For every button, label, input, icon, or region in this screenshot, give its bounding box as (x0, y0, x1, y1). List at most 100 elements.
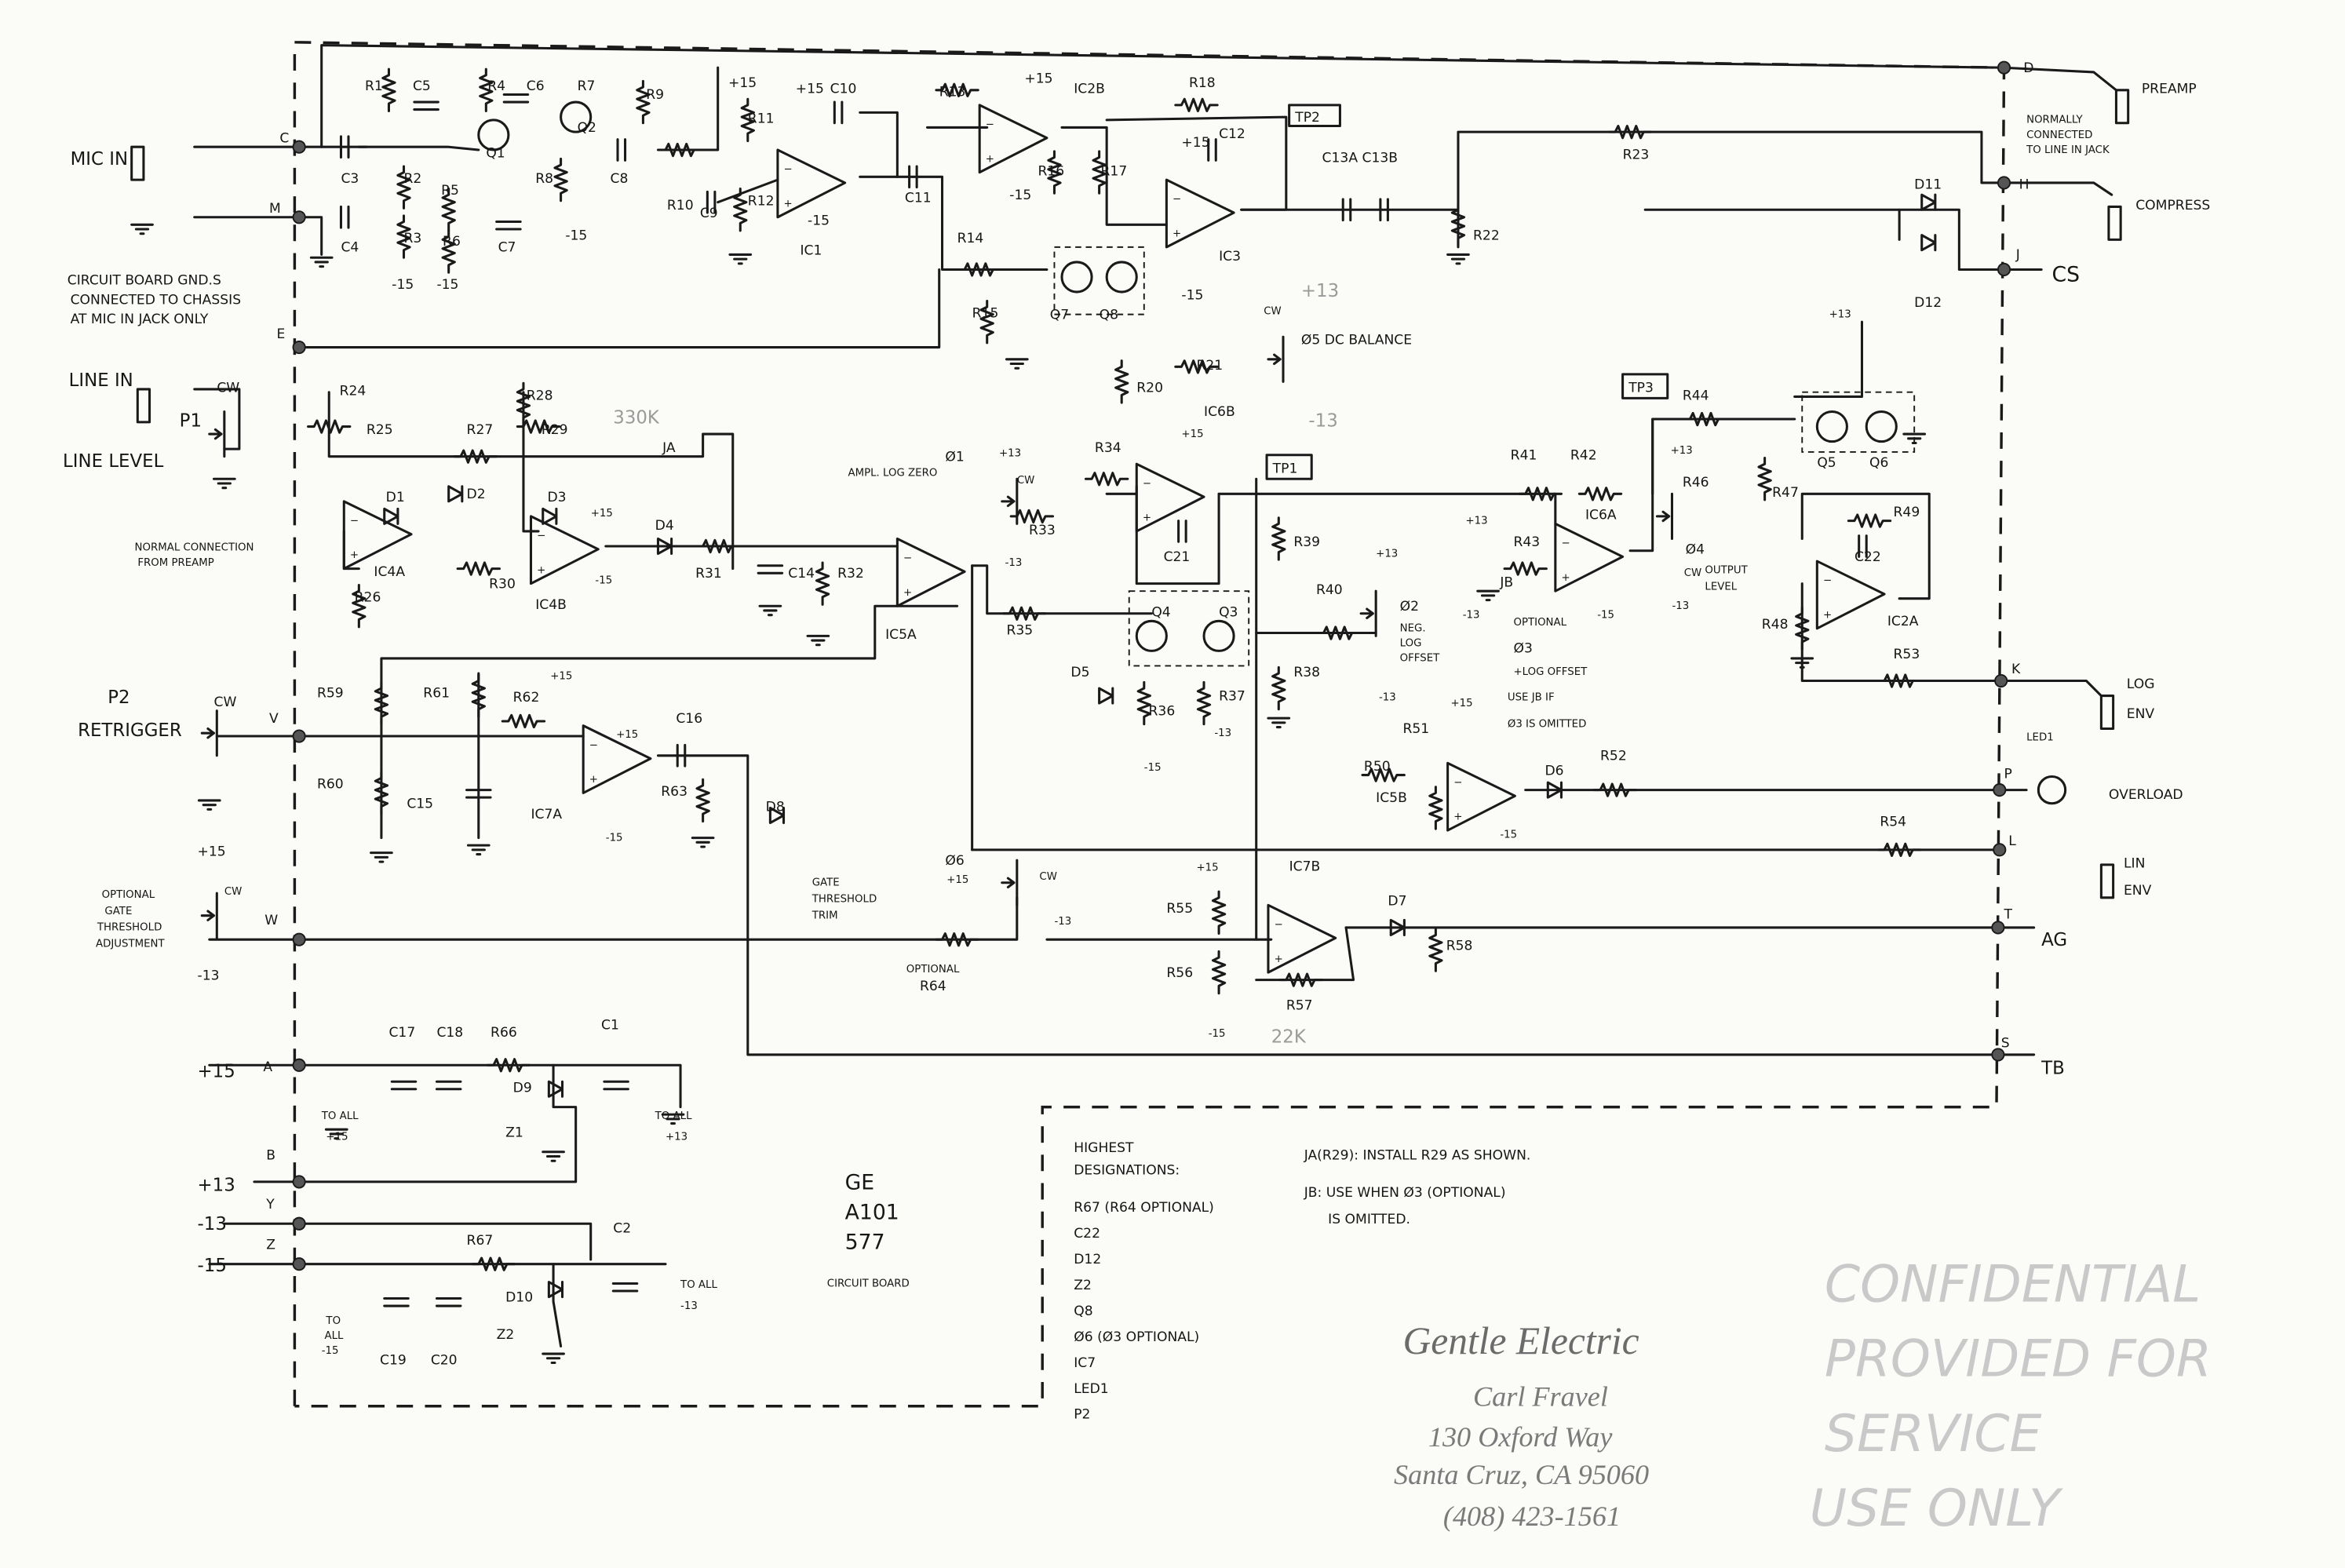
component-label-r4: R4 (487, 78, 505, 94)
wire (717, 178, 779, 204)
component-label-preamp: PREAMP (2142, 82, 2197, 97)
svg-text:−: − (589, 739, 598, 751)
component-label-o1b: AMPL. LOG ZERO (848, 467, 937, 479)
component-label-r54: R54 (1880, 814, 1906, 830)
capacitor-symbol (706, 190, 717, 214)
note-jb: IS OMITTED. (1328, 1212, 1410, 1227)
wire (859, 111, 899, 178)
resistor-symbol (695, 778, 710, 823)
diode-symbol (547, 1080, 564, 1098)
component-label-c1: C1 (601, 1018, 619, 1034)
wire (1060, 126, 1168, 226)
component-label-in13: +13 (198, 1175, 235, 1195)
component-label-o6a: GATE (812, 877, 840, 889)
resistor-symbol (957, 262, 1002, 277)
component-label-ta15b: +15 (326, 1132, 348, 1143)
component-label-r50: R50 (1364, 759, 1391, 775)
resistor-symbol (1092, 150, 1107, 195)
ground-icon (1267, 717, 1291, 729)
resistor-symbol (307, 419, 352, 434)
capacitor-symbol (611, 1282, 639, 1293)
component-label-line_level: LINE LEVEL (63, 451, 164, 472)
component-label-r34: R34 (1095, 440, 1121, 456)
wire (1800, 582, 2102, 698)
resistor-symbol (1876, 842, 1922, 857)
component-label-q8: Q8 (1100, 307, 1118, 323)
resistor-symbol (636, 79, 651, 125)
component-label-tb: TB (2040, 1059, 2065, 1079)
component-label-r53: R53 (1894, 647, 1920, 662)
capacitor-symbol (1858, 534, 1868, 558)
component-label-p15h: +15 (1450, 698, 1472, 709)
diode-symbol (1098, 687, 1114, 705)
wire (193, 388, 241, 450)
stamp-company: Gentle Electric (1402, 1319, 1639, 1362)
component-label-d4: D4 (655, 518, 674, 534)
op-amp-symbol (1815, 560, 1886, 630)
component-label-m15i: -15 (1209, 1028, 1226, 1040)
resistor-symbol (1316, 625, 1361, 640)
capacitor-symbol (390, 1080, 418, 1091)
component-label-n_p: P (2004, 766, 2012, 782)
component-label-o4c: LEVEL (1705, 581, 1737, 593)
component-label-r13: R13 (939, 84, 966, 100)
wire (327, 391, 735, 571)
component-label-r58: R58 (1446, 939, 1473, 954)
component-label-r40: R40 (1316, 582, 1343, 598)
resistor-symbol (501, 713, 546, 729)
component-label-compress: COMPRESS (2135, 198, 2210, 213)
wire (1135, 485, 1220, 585)
connector-pad (292, 210, 306, 224)
wire (253, 1063, 578, 1183)
component-label-d5: D5 (1070, 665, 1089, 680)
component-label-ic6b: IC6B (1204, 404, 1235, 420)
component-label-ic2b: IC2B (1074, 82, 1105, 97)
component-label-ic5b: IC5B (1376, 790, 1407, 806)
component-label-r64b: R64 (920, 979, 946, 994)
svg-text:−: − (350, 515, 359, 527)
diode-symbol (447, 485, 464, 503)
component-label-r57: R57 (1286, 998, 1313, 1014)
resistor-symbol (441, 229, 456, 274)
jack-icon (136, 388, 151, 424)
component-label-n_c: C (279, 130, 289, 146)
resistor-symbol (1428, 928, 1443, 972)
ground-icon (212, 477, 236, 490)
resistor-symbol (1211, 950, 1227, 995)
svg-text:+: + (1453, 811, 1462, 823)
component-label-o3c: +LOG OFFSET (1513, 666, 1588, 678)
component-label-opt_m13: -13 (198, 968, 220, 984)
component-label-r39: R39 (1293, 534, 1320, 550)
wire (1628, 418, 1796, 552)
component-label-r28: R28 (527, 388, 553, 403)
highest-designations-title: DESIGNATIONS: (1074, 1162, 1180, 1178)
stamp-street: 130 Oxford Way (1428, 1421, 1613, 1453)
component-label-m15c: -15 (565, 228, 587, 243)
component-label-p15c10: +15 (796, 82, 824, 97)
matched-pair-box (1801, 391, 1916, 453)
component-label-n_a: A (263, 1059, 272, 1075)
component-label-o2c: LOG (1400, 638, 1422, 650)
component-label-r32: R32 (837, 566, 864, 582)
resistor-symbol (658, 142, 703, 158)
pencil-note-line: PROVIDED FOR (1825, 1330, 2212, 1389)
component-label-r31: R31 (695, 566, 722, 582)
resistor-symbol (1847, 513, 1892, 528)
component-label-r3: R3 (404, 231, 422, 246)
component-label-opt4: ADJUSTMENT (96, 939, 166, 950)
component-label-log_env2: ENV (2127, 706, 2155, 722)
wire (208, 896, 1019, 941)
component-label-ic5a: IC5A (885, 627, 917, 643)
resistor-symbol (396, 165, 411, 210)
component-label-c12: C12 (1219, 126, 1245, 142)
resistor-symbol (935, 82, 979, 97)
component-label-r48: R48 (1762, 617, 1789, 633)
wire (208, 1063, 682, 1109)
component-label-ic2a: IC2A (1887, 614, 1919, 629)
component-label-lin_env2: ENV (2124, 883, 2152, 899)
component-label-tp3: TP3 (1628, 381, 1654, 396)
component-label-o5: Ø5 DC BALANCE (1301, 333, 1412, 348)
component-label-d6: D6 (1544, 764, 1563, 779)
component-label-n_s: S (2001, 1035, 2010, 1051)
